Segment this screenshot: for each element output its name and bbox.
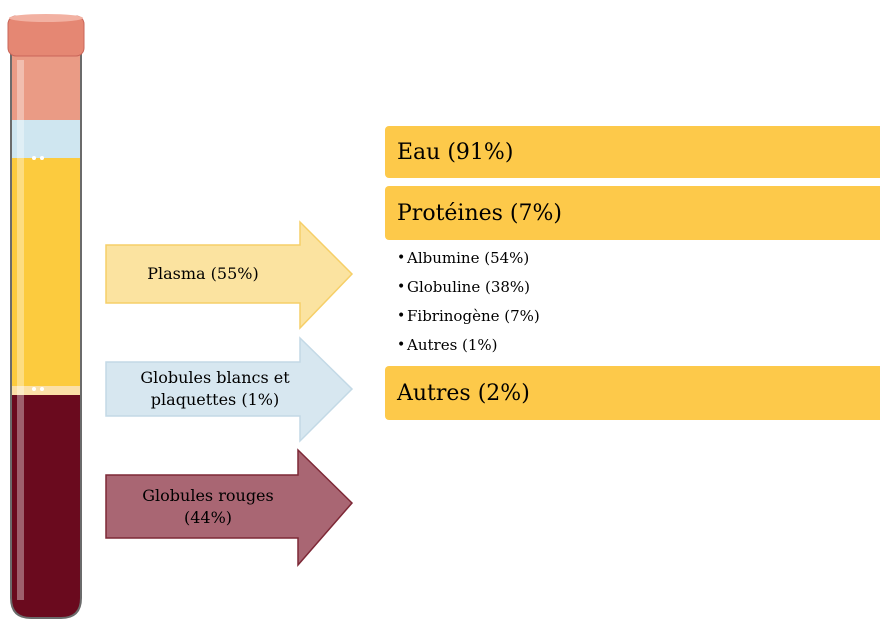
tube-air-layer (11, 120, 81, 158)
bullet-icon: • (397, 279, 406, 295)
plasma-arrow-icon (105, 220, 354, 330)
tube-plasma-layer (11, 158, 81, 386)
bullet-icon: • (397, 308, 406, 324)
protein-list: • Albumine (54%) • Globuline (38%) • Fib… (397, 244, 540, 360)
water-bar: Eau (91%) (385, 126, 880, 178)
protein-item-globulin: Globuline (38%) (407, 278, 531, 296)
meniscus-bubble (32, 387, 36, 391)
protein-item-others: Autres (1%) (407, 336, 498, 354)
water-label: Eau (91%) (397, 139, 514, 165)
protein-item-fibrinogen: Fibrinogène (7%) (407, 307, 540, 325)
list-item: • Albumine (54%) (397, 244, 540, 273)
proteins-label: Protéines (7%) (397, 200, 562, 226)
others-bar: Autres (2%) (385, 366, 880, 420)
protein-item-albumin: Albumine (54%) (407, 249, 530, 267)
list-item: • Autres (1%) (397, 331, 540, 360)
meniscus-bubble (32, 156, 36, 160)
plasma-arrow-label: Plasma (55%) (147, 264, 259, 283)
tube-red-cells-layer (11, 395, 81, 618)
proteins-bar: Protéines (7%) (385, 186, 880, 240)
red-cells-arrow-icon (105, 448, 354, 568)
list-item: • Globuline (38%) (397, 273, 540, 302)
white-cells-arrow-icon (105, 336, 354, 443)
tube-buffy-coat-layer (11, 386, 81, 395)
tube-highlight (17, 60, 24, 600)
white-cells-arrow-label: Globules blancs et plaquettes (1%) (140, 368, 290, 409)
meniscus-bubble (40, 387, 44, 391)
tube-cap-base (11, 50, 81, 120)
others-label: Autres (2%) (397, 380, 530, 406)
tube-cap-top (9, 14, 83, 22)
test-tube-icon (10, 50, 82, 619)
meniscus-bubble (40, 156, 44, 160)
bullet-icon: • (397, 337, 406, 353)
bullet-icon: • (397, 250, 406, 266)
red-cells-arrow-label: Globules rouges (44%) (142, 485, 274, 527)
list-item: • Fibrinogène (7%) (397, 302, 540, 331)
